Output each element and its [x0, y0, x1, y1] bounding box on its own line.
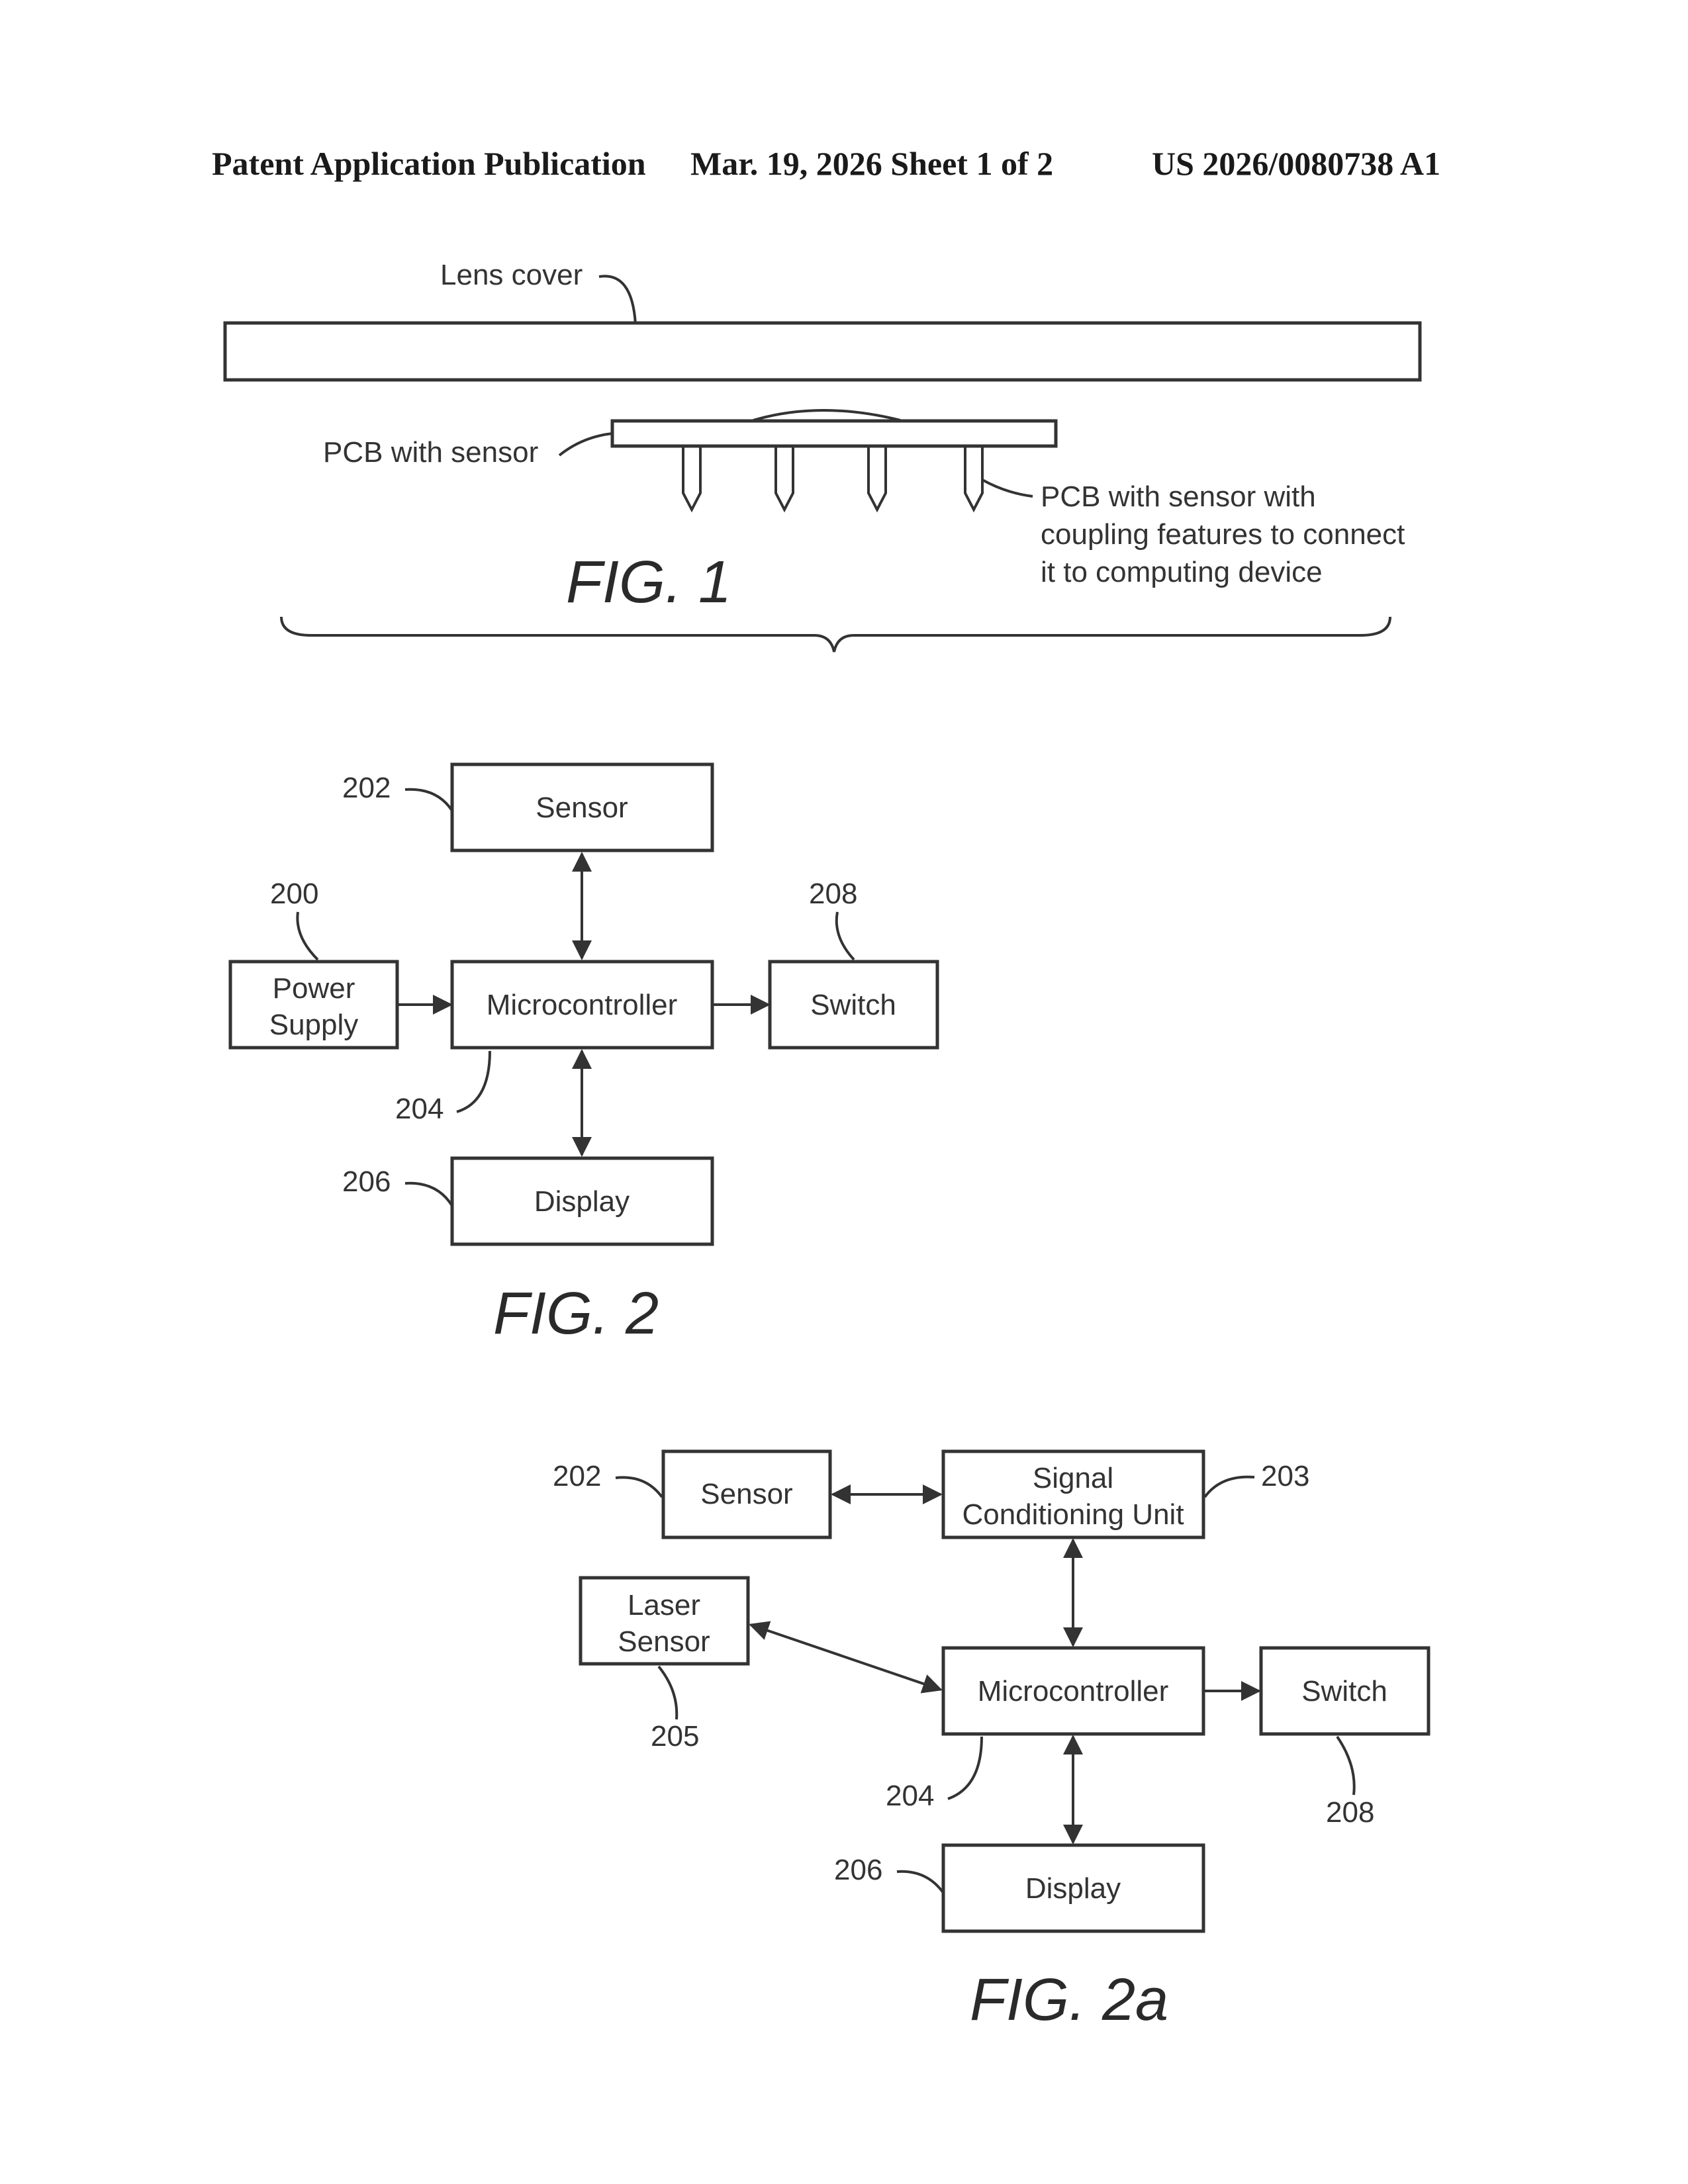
fig2-power-supply-label-2: Supply	[269, 1009, 359, 1041]
pcb-coupling-label-line-1: PCB with sensor with	[1041, 480, 1316, 513]
fig2a-sensor-ref: 202	[553, 1460, 601, 1492]
fig2-microcontroller-label: Microcontroller	[487, 989, 678, 1021]
fig2: Sensor Power Supply Microcontroller Swit…	[230, 764, 937, 1347]
sensor-dome	[753, 410, 900, 420]
fig2a-switch-ref-leader	[1337, 1737, 1354, 1795]
fig2-caption: FIG. 2	[493, 1281, 659, 1347]
fig2-switch-ref: 208	[809, 878, 857, 910]
fig2-switch-label: Switch	[810, 989, 896, 1021]
fig2a-signal-conditioning-label-1: Signal	[1033, 1462, 1113, 1494]
fig2a-switch-label: Switch	[1301, 1675, 1387, 1707]
fig2a-microcontroller-label: Microcontroller	[978, 1675, 1169, 1707]
coupling-pin-1	[683, 447, 700, 510]
fig2-sensor-label: Sensor	[536, 792, 628, 824]
fig2a-display-label: Display	[1025, 1872, 1121, 1905]
fig2a-laser-sensor-label-1: Laser	[628, 1589, 700, 1621]
fig2a-switch-ref: 208	[1326, 1796, 1374, 1829]
fig2-microcontroller-ref: 204	[395, 1093, 444, 1125]
lens-cover-leader	[599, 276, 635, 324]
fig2a-display-ref: 206	[834, 1854, 882, 1886]
fig1-caption: FIG. 1	[566, 549, 731, 615]
fig2-switch-ref-leader	[837, 912, 854, 960]
fig2-power-supply-ref-leader	[297, 912, 318, 960]
coupling-pin-2	[776, 447, 793, 510]
fig2a-signal-conditioning-ref: 203	[1261, 1460, 1309, 1492]
fig2-display-ref-leader	[405, 1183, 452, 1206]
coupling-pin-4	[965, 447, 982, 510]
fig2-display-label: Display	[534, 1185, 630, 1218]
coupling-leader	[982, 480, 1033, 496]
fig2a-laser-sensor-label-2: Sensor	[618, 1625, 710, 1658]
lens-cover-label: Lens cover	[440, 259, 583, 291]
fig2a-caption: FIG. 2a	[970, 1967, 1168, 2033]
fig2-sensor-ref: 202	[342, 772, 391, 804]
pcb-leader	[559, 433, 612, 455]
pcb-coupling-label-line-3: it to computing device	[1041, 556, 1323, 588]
pcb-coupling-label-line-2: coupling features to connect	[1041, 518, 1405, 551]
lens-cover	[225, 323, 1420, 380]
fig2a-signal-conditioning-label-2: Conditioning Unit	[962, 1498, 1184, 1531]
fig1-brace	[281, 617, 1390, 652]
fig2-power-supply-ref: 200	[270, 878, 318, 910]
fig2a-laser-sensor-ref: 205	[651, 1720, 699, 1752]
fig2a-laser-mcu-arrow	[751, 1625, 941, 1690]
fig2a-sensor-label: Sensor	[700, 1478, 792, 1510]
fig2a-display-ref-leader	[897, 1872, 943, 1893]
fig2a-laser-sensor-ref-leader	[659, 1666, 677, 1719]
pcb-board	[612, 421, 1056, 446]
fig2a-microcontroller-ref-leader	[948, 1737, 982, 1799]
fig2a-signal-conditioning-ref-leader	[1205, 1477, 1254, 1497]
pcb-label: PCB with sensor	[323, 436, 538, 469]
coupling-pin-3	[868, 447, 886, 510]
fig2a: Sensor Signal Conditioning Unit Laser Se…	[553, 1451, 1429, 2033]
fig2-microcontroller-ref-leader	[457, 1051, 490, 1112]
fig2-power-supply-label-1: Power	[273, 972, 355, 1005]
fig2a-sensor-ref-leader	[616, 1477, 662, 1497]
fig1: Lens cover PCB with sensor PCB with sens…	[225, 259, 1420, 652]
fig2-display-ref: 206	[342, 1165, 391, 1198]
fig2a-microcontroller-ref: 204	[886, 1780, 934, 1812]
fig2-sensor-ref-leader	[405, 790, 452, 811]
